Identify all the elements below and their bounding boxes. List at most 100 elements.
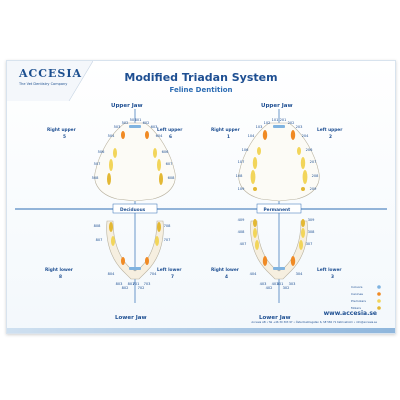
tooth-number-508: 508 — [92, 176, 100, 180]
permanent-lower-teeth — [253, 219, 305, 270]
tooth-106 — [257, 147, 261, 155]
tooth-number-608: 608 — [168, 176, 176, 180]
deciduous-lower-teeth — [109, 222, 161, 270]
tooth-number-404: 404 — [250, 272, 258, 276]
deciduous-upper-incisors — [129, 125, 141, 128]
tooth-number-702: 702 — [138, 286, 145, 290]
tooth-number-603: 603 — [151, 125, 158, 129]
page-title: Modified Triadan System — [124, 71, 278, 84]
p-left-lower-name: Left lower — [317, 267, 342, 273]
legend-swatch-canines — [377, 292, 381, 296]
tooth-number-107: 107 — [238, 160, 245, 164]
p-left-lower-number: 3 — [331, 274, 334, 280]
tooth-708 — [157, 222, 161, 232]
tooth-number-101: 101 — [272, 118, 279, 122]
tooth-number-707: 707 — [164, 238, 171, 242]
tooth-number-201: 201 — [280, 118, 287, 122]
tooth-number-308: 308 — [308, 230, 316, 234]
deciduous-label: Deciduous — [120, 207, 146, 213]
tooth-number-207: 207 — [310, 160, 317, 164]
d-right-lower-number: 8 — [59, 274, 62, 280]
d-right-upper-number: 5 — [63, 134, 66, 140]
page-subtitle: Feline Dentition — [169, 86, 233, 94]
permanent-lower-incisors — [273, 267, 285, 270]
tooth-108 — [250, 170, 256, 184]
tooth-number-804: 804 — [108, 272, 116, 276]
tooth-506 — [113, 148, 117, 158]
tooth-807 — [111, 236, 115, 246]
tooth-number-507: 507 — [94, 162, 101, 166]
tooth-number-708: 708 — [164, 224, 172, 228]
upper-jaw-label-permanent: Upper Jaw — [261, 103, 293, 109]
tooth-number-302: 302 — [283, 286, 290, 290]
deciduous-mandible — [106, 220, 164, 280]
tooth-number-504: 504 — [108, 134, 116, 138]
tooth-number-808: 808 — [94, 224, 102, 228]
tooth-number-703: 703 — [144, 282, 151, 286]
tooth-number-102: 102 — [264, 121, 271, 125]
tooth-number-309: 309 — [308, 218, 316, 222]
tooth-number-103: 103 — [256, 125, 263, 129]
tooth-507 — [109, 159, 113, 171]
tooth-206 — [297, 147, 301, 155]
tooth-number-502: 502 — [122, 121, 129, 125]
tooth-number-304: 304 — [296, 272, 304, 276]
tooth-number-802: 802 — [122, 286, 129, 290]
tooth-number-408: 408 — [238, 230, 246, 234]
legend-label-molars: Molars — [351, 306, 361, 310]
permanent-upper-incisors — [273, 125, 285, 128]
permanent-box — [256, 203, 302, 214]
tooth-number-202: 202 — [288, 121, 295, 125]
legend-swatch-premolars — [377, 299, 381, 303]
logo-backdrop-icon — [7, 61, 94, 102]
lower-jaw-label-deciduous: Lower Jaw — [115, 315, 147, 321]
accesia-logo: ACCESIA The Vet Dentistry Company — [7, 61, 94, 102]
tooth-707 — [155, 236, 159, 246]
tooth-number-403: 403 — [260, 282, 267, 286]
tooth-number-109: 109 — [238, 187, 246, 191]
d-left-upper-name: Left upper — [157, 127, 183, 133]
logo-wordmark: ACCESIA — [19, 67, 83, 80]
footer-website[interactable]: www.accesia.se — [323, 310, 377, 317]
d-left-upper-number: 6 — [169, 134, 172, 140]
tooth-606 — [153, 148, 157, 158]
tooth-number-108: 108 — [236, 174, 244, 178]
legend-swatch-incisors — [377, 285, 381, 289]
tooth-number-704: 704 — [150, 272, 158, 276]
lower-jaw-label-permanent: Lower Jaw — [259, 315, 291, 321]
footer-bar — [7, 328, 395, 333]
tooth-number-409: 409 — [238, 218, 246, 222]
tooth-808 — [109, 222, 113, 232]
tooth-308 — [301, 228, 305, 238]
permanent-label: Permanent — [264, 207, 291, 213]
permanent-upper-teeth — [250, 125, 308, 191]
p-left-upper-number: 2 — [329, 134, 332, 140]
tooth-number-602: 602 — [143, 121, 150, 125]
tooth-704-canine — [145, 257, 149, 265]
tooth-number-503: 503 — [114, 125, 121, 129]
deciduous-upper-teeth — [107, 125, 163, 185]
p-right-lower-name: Right lower — [211, 267, 240, 273]
tooth-number-104: 104 — [248, 134, 256, 138]
p-left-upper-name: Left upper — [317, 127, 343, 133]
tooth-604-canine — [145, 131, 149, 139]
tooth-number-303: 303 — [289, 282, 296, 286]
tooth-407 — [255, 240, 259, 250]
legend-label-premolars: Premolars — [351, 299, 366, 303]
tooth-number-labels: 5015025035045065075086016026036046066076… — [92, 118, 320, 290]
permanent-upper-skull — [238, 122, 320, 202]
tooth-208 — [302, 170, 308, 184]
triadan-poster: ACCESIA The Vet Dentistry Company Modifi… — [6, 60, 396, 334]
tooth-107 — [252, 157, 258, 169]
tooth-408 — [253, 228, 257, 238]
tooth-207 — [300, 157, 306, 169]
tooth-608 — [159, 173, 163, 185]
tooth-number-307: 307 — [306, 242, 313, 246]
tooth-number-209: 209 — [310, 187, 318, 191]
tooth-number-607: 607 — [166, 162, 173, 166]
tooth-number-106: 106 — [242, 148, 250, 152]
logo-tagline: The Vet Dentistry Company — [19, 82, 68, 86]
tooth-307 — [299, 240, 303, 250]
p-right-upper-number: 1 — [227, 134, 230, 140]
